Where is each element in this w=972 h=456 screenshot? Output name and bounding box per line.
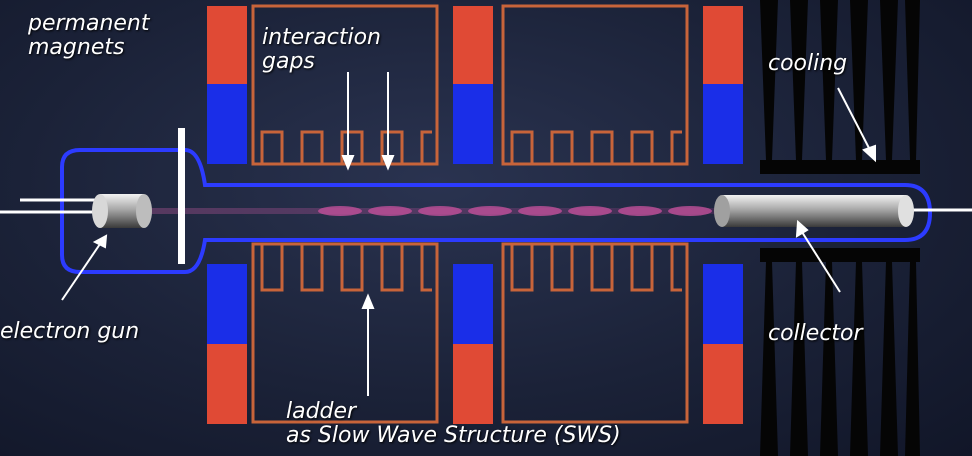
permanent-magnets-label: permanent magnets xyxy=(28,12,150,60)
permanent-magnets-label-line1: permanent xyxy=(28,11,150,36)
electron-gun-label: electron gun xyxy=(0,319,140,344)
cooling-fins xyxy=(760,0,920,456)
ladder-label-line1: ladder xyxy=(286,399,357,424)
interaction-gaps-label-line2: gaps xyxy=(262,49,315,74)
permanent-magnets xyxy=(207,6,743,424)
ladder-structure xyxy=(251,4,689,424)
anode-plate xyxy=(178,128,185,264)
collector-label: collector xyxy=(768,321,863,346)
interaction-gaps-label: interaction gaps xyxy=(262,26,381,74)
electron-beam xyxy=(150,206,720,216)
cooling-label: cooling xyxy=(768,51,848,76)
ladder-label: ladder as Slow Wave Structure (SWS) xyxy=(286,400,621,448)
collector-cylinder-icon xyxy=(714,195,914,227)
interaction-gaps-label-line1: interaction xyxy=(262,25,381,50)
ladder-label-line2: as Slow Wave Structure (SWS) xyxy=(286,423,621,448)
pointer-arrows xyxy=(61,72,876,396)
gun-wires xyxy=(0,198,95,214)
electron-gun-cylinder-icon xyxy=(92,194,152,228)
vacuum-tube xyxy=(60,148,933,274)
permanent-magnets-label-line2: magnets xyxy=(28,35,125,60)
